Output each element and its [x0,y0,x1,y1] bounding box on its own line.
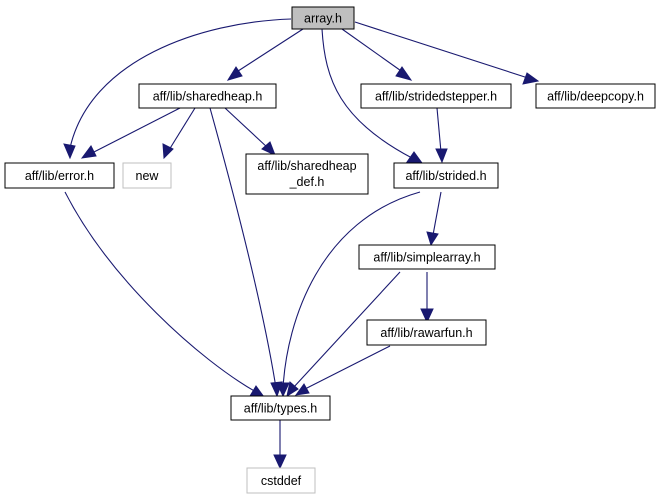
node-label: aff/lib/sharedheap.h [153,90,263,104]
node-types-h[interactable]: aff/lib/types.h [230,395,331,421]
arrowhead-new-from-sharedheap [162,143,174,160]
node-stridedstepper-h[interactable]: aff/lib/stridedstepper.h [360,83,512,109]
node-sharedheap-h[interactable]: aff/lib/sharedheap.h [138,83,277,109]
arrowhead-types-from-strided [276,382,290,398]
edge-strided-to-types [282,191,421,389]
edge-array-to-stridedstepper [341,28,405,74]
edge-simplearray-to-types [292,271,401,389]
edge-rawarfun-to-types [302,345,391,391]
node-label-line1: aff/lib/sharedheap [257,159,356,173]
node-label: cstddef [261,474,302,488]
arrowhead-strided-from-array [406,151,424,164]
arrowhead-sharedheap-def-from-sharedheap [261,141,276,156]
node-label: aff/lib/strided.h [405,169,486,183]
edge-sharedheap-to-error [91,107,181,154]
node-label: aff/lib/stridedstepper.h [375,90,497,104]
node-deepcopy-h[interactable]: aff/lib/deepcopy.h [535,83,656,109]
arrowhead-types-from-rawarfun [294,383,310,396]
arrowhead-types-from-simplearray [286,381,299,398]
node-label: aff/lib/error.h [25,169,94,183]
arrowhead-stridedstepper-from-array [395,66,413,81]
arrowhead-sharedheap-from-array [226,66,243,81]
arrowhead-deepcopy-from-array [522,72,540,85]
node-sharedheap-def-h[interactable]: aff/lib/sharedheap _def.h [245,153,369,195]
edge-array-to-error [69,18,292,149]
edges [64,18,529,458]
edge-strided-to-simplearray [432,191,442,236]
edge-array-to-sharedheap [234,28,304,74]
arrowhead-cstddef-from-types [273,454,287,470]
node-cstddef-external[interactable]: cstddef [246,467,316,494]
node-new-external[interactable]: new [122,162,172,189]
edge-stridedstepper-to-strided [436,107,442,153]
node-label: array.h [304,12,342,26]
arrowhead-error-from-array [63,143,76,160]
edge-sharedheap-to-types [209,107,277,389]
node-rawarfun-h[interactable]: aff/lib/rawarfun.h [366,319,487,346]
node-strided-h[interactable]: aff/lib/strided.h [393,162,499,189]
arrowheads [63,66,540,470]
edge-sharedheap-to-sharedheap-def [224,107,269,149]
arrowhead-error-from-sharedheap [80,145,97,159]
edge-array-to-deepcopy [354,21,529,79]
arrowhead-simplearray-from-strided [426,231,439,247]
node-label: new [136,169,160,183]
node-label: aff/lib/rawarfun.h [380,326,472,340]
node-label: aff/lib/types.h [244,402,317,416]
edge-sharedheap-to-new [168,107,196,151]
node-simplearray-h[interactable]: aff/lib/simplearray.h [358,244,496,270]
arrowhead-strided-from-stridedstepper [435,148,448,164]
node-array-h[interactable]: array.h [291,6,355,30]
node-label: aff/lib/simplearray.h [373,251,480,265]
edge-array-to-strided [321,28,413,159]
arrowhead-types-from-error [249,385,266,398]
node-label: aff/lib/deepcopy.h [547,90,644,104]
arrowhead-rawarfun-from-simplearray [420,308,434,324]
node-label-line2: _def.h [289,175,325,189]
node-error-h[interactable]: aff/lib/error.h [4,162,115,189]
edge-error-to-types [64,191,257,393]
